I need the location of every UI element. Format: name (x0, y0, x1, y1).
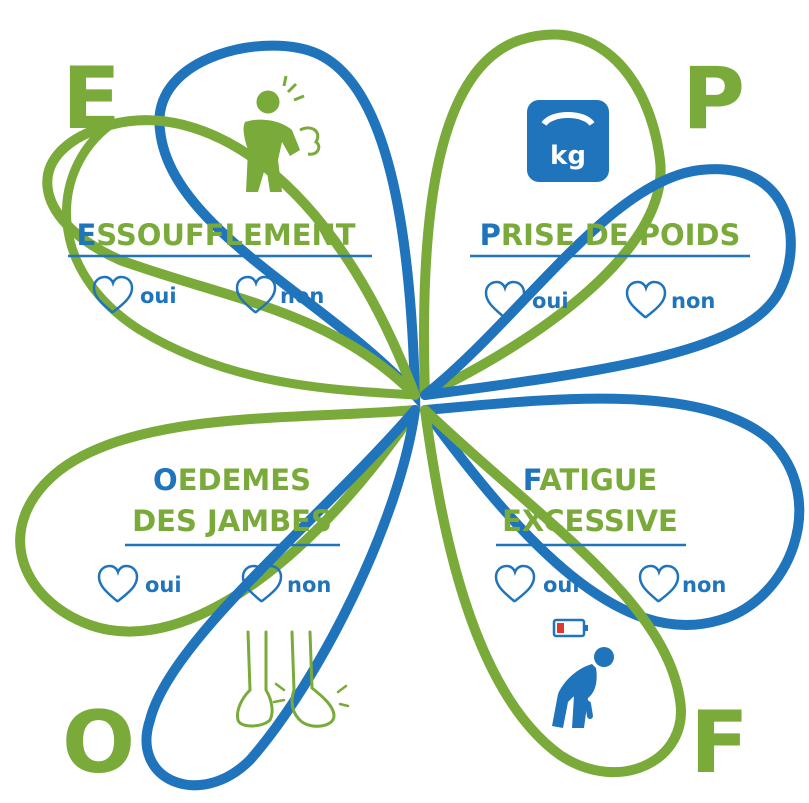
corner-letter-o: O (62, 693, 135, 793)
corner-letter-e: E (62, 49, 121, 149)
clover-outline (15, 29, 805, 791)
label-oui: oui (532, 289, 569, 313)
label-non: non (682, 573, 726, 597)
heart-icon[interactable] (241, 564, 283, 603)
quadrant-fatigue: FATIGUE EXCESSIVE oui non (494, 463, 726, 728)
heart-icon[interactable] (97, 564, 139, 603)
choice-non-oedemes[interactable]: non (241, 564, 331, 603)
leaf-bottom-right-outer (420, 393, 805, 630)
leaf-bottom-right-inner (420, 405, 686, 777)
kg-scale-icon: kg (527, 100, 609, 182)
heart-icon[interactable] (235, 275, 277, 314)
heart-icon[interactable] (494, 564, 536, 603)
tired-person-low-battery-icon (552, 618, 614, 728)
choice-oui-fatigue[interactable]: oui (494, 564, 580, 603)
label-non: non (287, 573, 331, 597)
leaf-top-right-outer (418, 29, 666, 400)
choice-non-fatigue[interactable]: non (638, 564, 726, 603)
title-oedemes-line2: DES JAMBES (132, 504, 332, 538)
corner-letter-p: P (682, 49, 745, 149)
scale-label: kg (550, 141, 586, 171)
title-fatigue-line2: EXCESSIVE (502, 504, 678, 538)
heart-icon[interactable] (638, 564, 680, 603)
quadrant-oedemes: OEDEMES DES JAMBES oui non (97, 463, 350, 728)
corner-letter-f: F (690, 693, 749, 793)
title-oedemes-line1: OEDEMES (153, 463, 311, 497)
label-oui: oui (543, 573, 580, 597)
choice-oui-oedemes[interactable]: oui (97, 564, 182, 603)
choice-non-prise-de-poids[interactable]: non (625, 280, 715, 319)
leaf-top-right-inner (420, 164, 796, 400)
leaf-top-left-outer (154, 40, 421, 409)
heart-icon[interactable] (92, 275, 134, 314)
leaf-top-left-arc (62, 120, 420, 400)
leaf-bottom-left-inner (141, 405, 420, 791)
leaf-top-left-inner (42, 115, 420, 400)
breathless-person-icon (243, 75, 321, 192)
choice-non-essoufflement[interactable]: non (235, 275, 324, 314)
heart-icon[interactable] (625, 280, 667, 319)
label-non: non (671, 289, 715, 313)
quadrant-essoufflement: ESSOUFFLEMENT oui non (68, 75, 372, 314)
choice-oui-essoufflement[interactable]: oui (92, 275, 177, 314)
quadrant-prise-de-poids: kg PRISE DE POIDS oui non (470, 100, 750, 319)
title-fatigue-line1: FATIGUE (523, 463, 657, 497)
choice-oui-prise-de-poids[interactable]: oui (484, 280, 569, 319)
title-prise-de-poids: PRISE DE POIDS (480, 218, 741, 252)
heart-icon[interactable] (484, 280, 526, 319)
swollen-feet-icon (236, 630, 350, 728)
label-oui: oui (145, 573, 182, 597)
label-oui: oui (140, 284, 177, 308)
label-non: non (280, 284, 324, 308)
title-essoufflement: ESSOUFFLEMENT (76, 218, 355, 252)
